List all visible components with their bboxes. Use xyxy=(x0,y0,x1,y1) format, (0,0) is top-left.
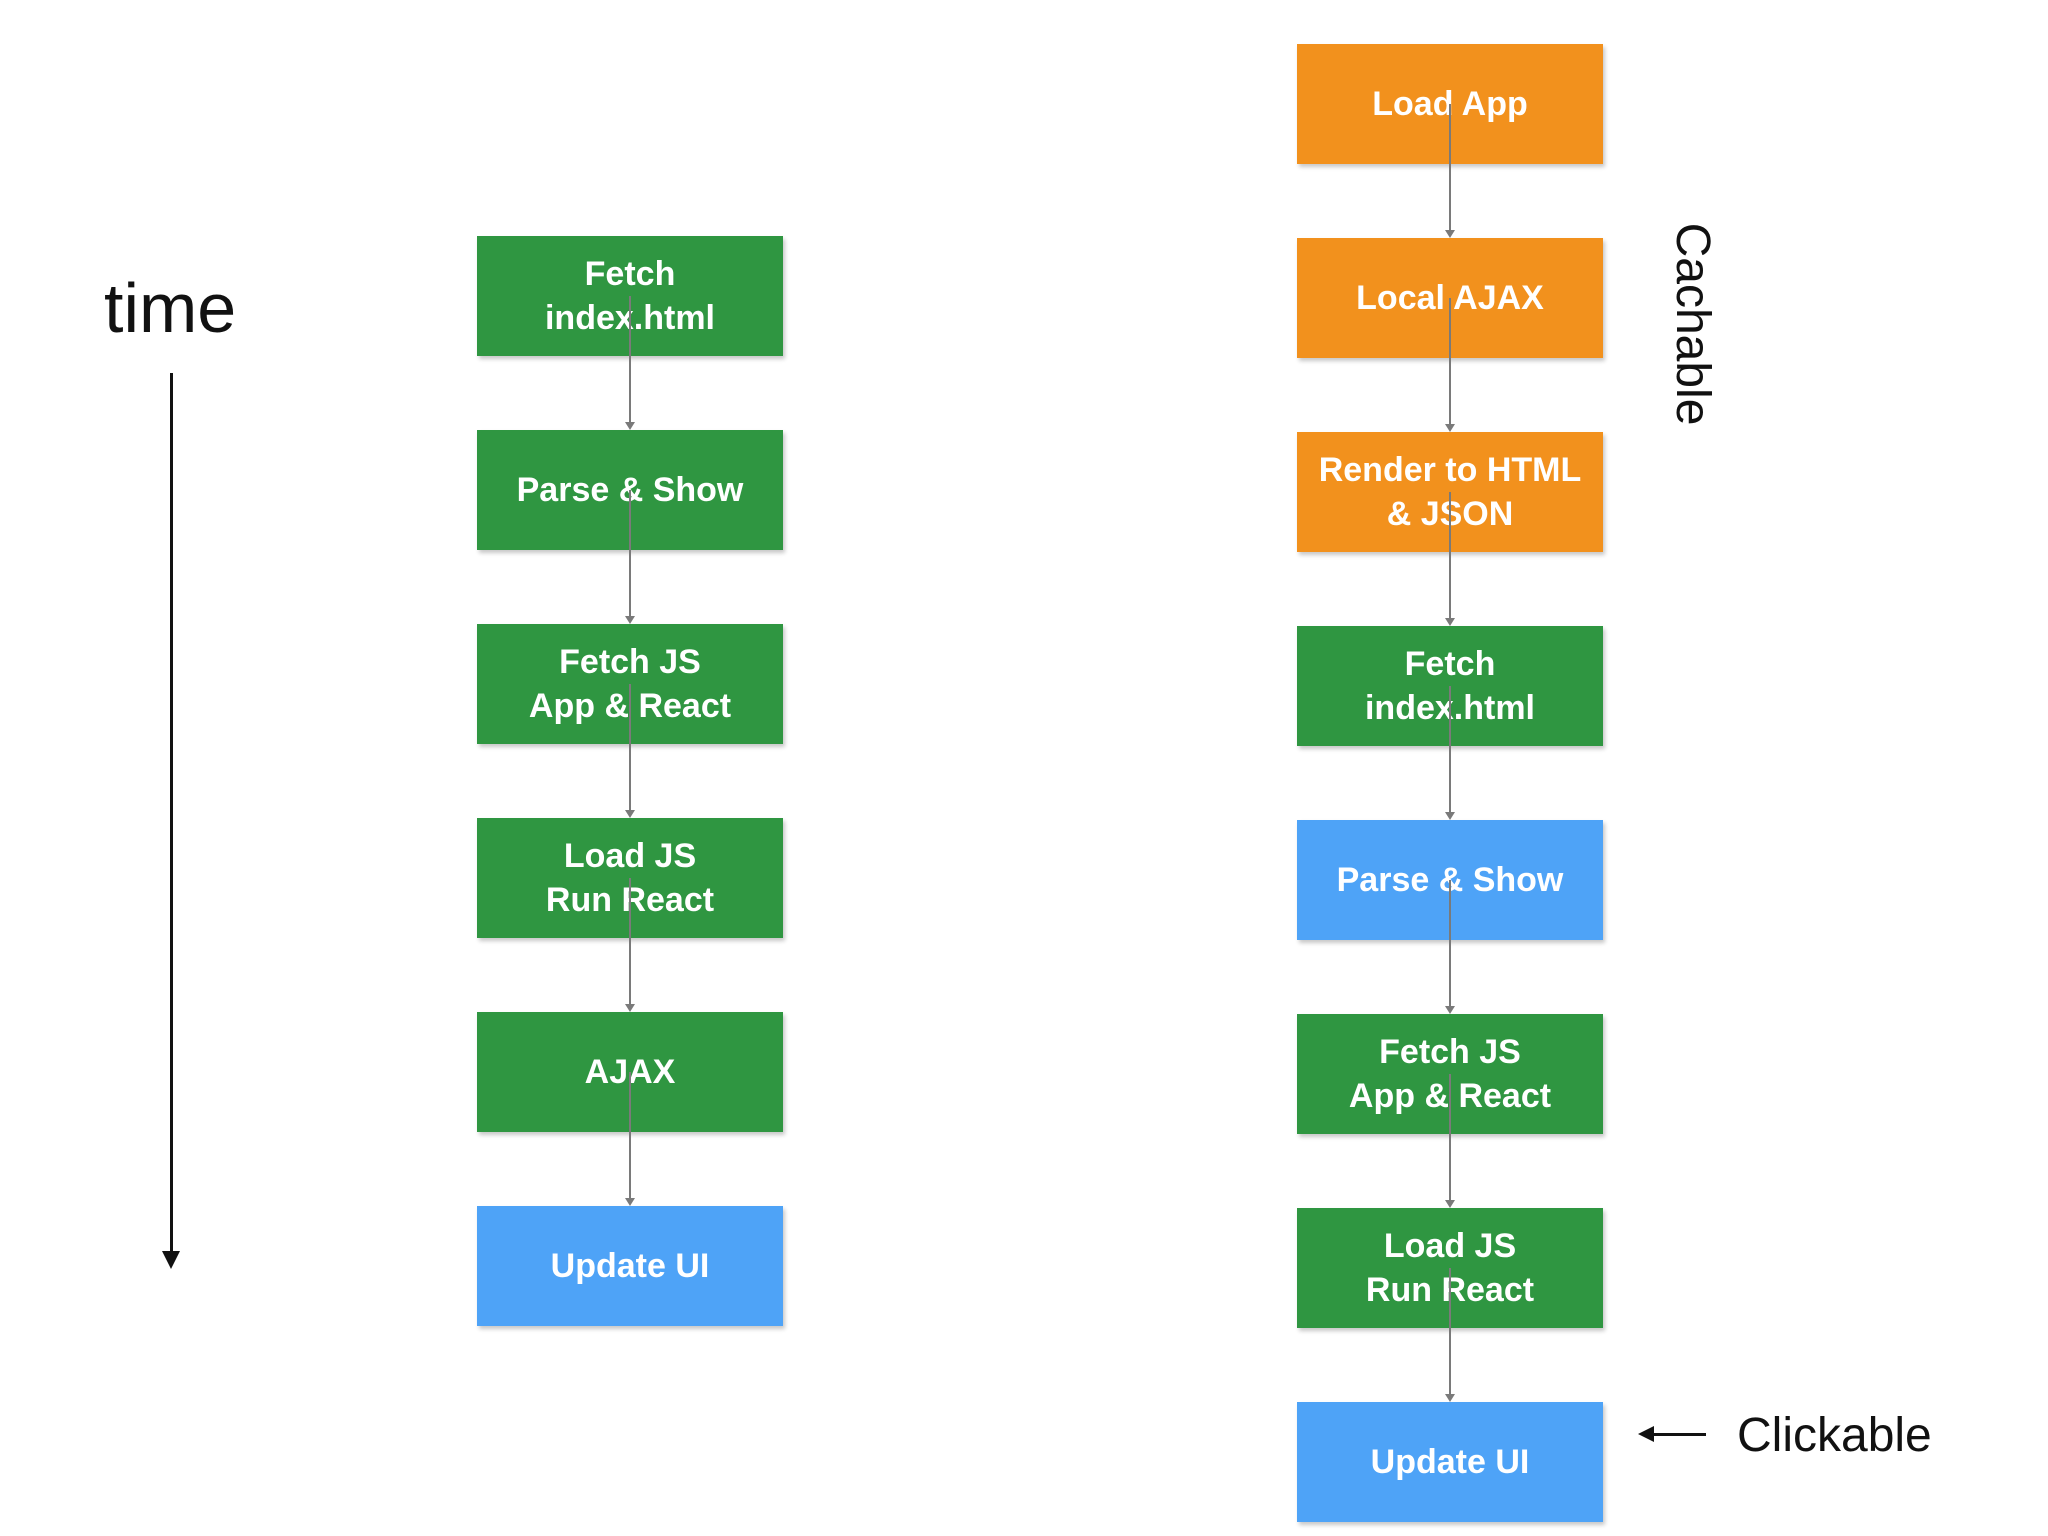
flow-step-label: Load JS xyxy=(1383,1227,1517,1265)
flow-step-label: Fetch JS xyxy=(1379,1033,1521,1071)
flow-connector-arrow xyxy=(1445,1268,1455,1402)
flow-step-label: Fetch xyxy=(1404,645,1496,683)
flow-step-label: Fetch xyxy=(584,255,676,293)
flow-connector-arrow xyxy=(625,878,635,1012)
flow-connector-arrow xyxy=(1445,880,1455,1014)
flow-connector-arrow xyxy=(1445,104,1455,238)
flow-step-label: Load JS xyxy=(563,837,697,875)
clickable-label: Clickable xyxy=(1737,1409,1932,1462)
flow-connector-arrow xyxy=(1445,686,1455,820)
flow-connector-arrow xyxy=(1445,492,1455,626)
time-arrow xyxy=(162,373,180,1269)
flow-connector-arrow xyxy=(625,1072,635,1206)
clickable-arrow xyxy=(1638,1426,1706,1442)
flow-connector-arrow xyxy=(625,490,635,624)
flow-step-box: Update UI xyxy=(477,1206,783,1326)
flow-step-label: Update UI xyxy=(550,1247,710,1285)
flow-connector-arrow xyxy=(625,684,635,818)
time-label: time xyxy=(104,269,237,347)
cachable-label: Cachable xyxy=(1666,222,1719,426)
flow-step-label: Update UI xyxy=(1370,1443,1530,1481)
flow-step-box: Update UI xyxy=(1297,1402,1603,1522)
flow-step-label: Render to HTML xyxy=(1318,451,1582,489)
flow-connector-arrow xyxy=(1445,1074,1455,1208)
flow-connector-arrow xyxy=(1445,298,1455,432)
flow-connector-arrow xyxy=(625,296,635,430)
flow-step-label: Fetch JS xyxy=(559,643,701,681)
